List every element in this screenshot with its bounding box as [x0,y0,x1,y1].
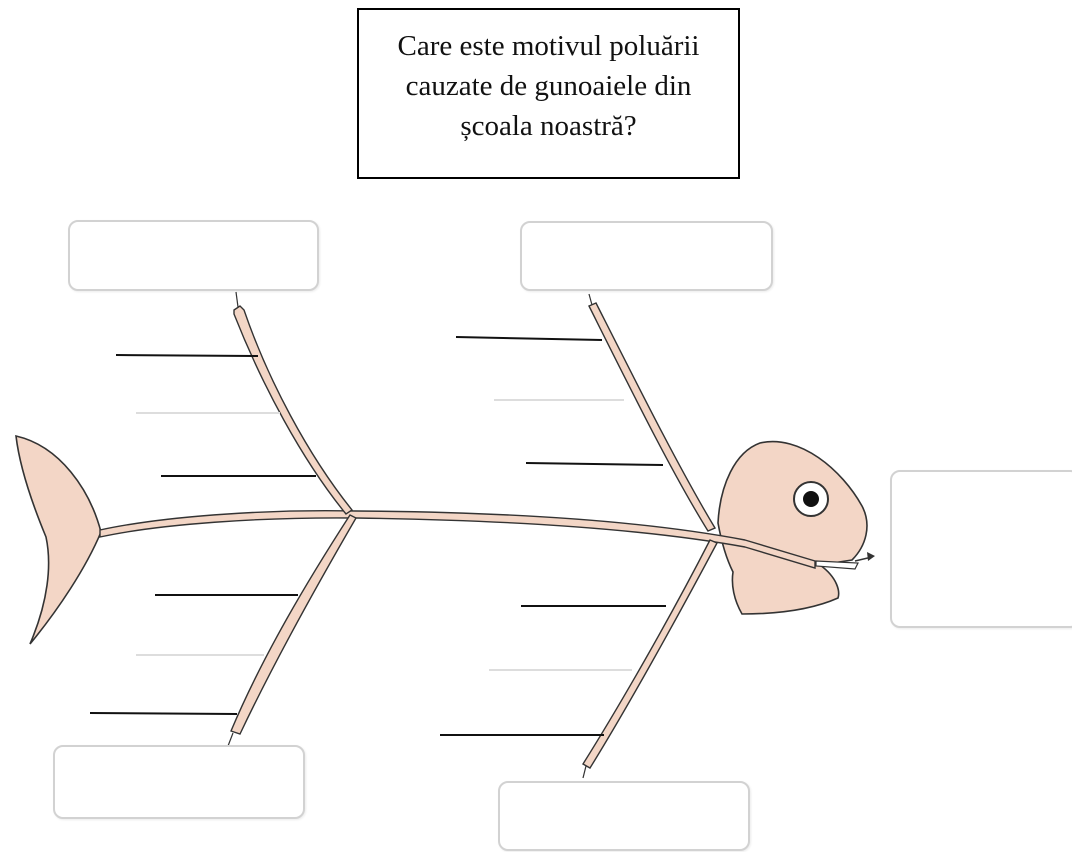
sub-cause-line [526,463,663,465]
sub-cause-line [456,337,602,340]
bone-top-right-tip [589,294,592,305]
cause-box-top-left[interactable] [68,220,319,291]
fish-eye-pupil [803,491,819,507]
effect-arrow-head [867,552,875,561]
fish-tail [16,436,101,644]
bone-bottom-right [583,540,717,768]
effect-box[interactable] [890,470,1072,628]
sub-cause-line [116,355,258,356]
cause-box-bottom-left[interactable] [53,745,305,819]
bone-top-right [589,303,715,531]
bone-bottom-left [231,515,356,734]
fish-head [718,442,867,614]
cause-box-bottom-right[interactable] [498,781,750,851]
cause-box-top-right[interactable] [520,221,773,291]
bone-bottom-right-tip [583,766,586,778]
bone-top-left [234,306,352,514]
bone-top-left-tip [236,292,238,307]
sub-cause-line [90,713,237,714]
